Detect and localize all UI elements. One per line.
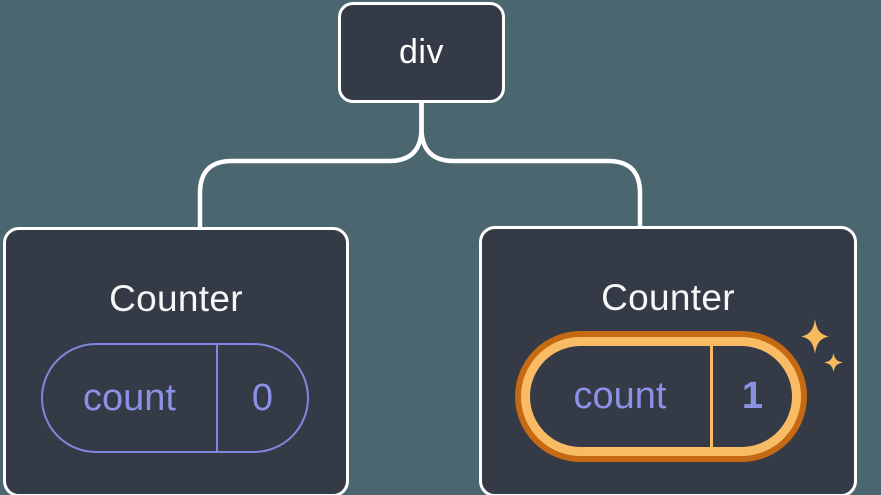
state-key-segment: count: [530, 346, 713, 447]
state-value: 1: [741, 375, 764, 417]
connector-right-branch: [419, 101, 643, 228]
state-value-segment: 1: [713, 346, 792, 447]
state-value: 0: [251, 376, 274, 419]
sparkle-icon-large: [801, 319, 829, 354]
counter-title: Counter: [109, 278, 243, 319]
root-node-div: div: [338, 2, 505, 103]
state-pill: count 0: [41, 343, 309, 453]
state-key-label: count: [83, 376, 176, 419]
sparkle-icon-small: [824, 353, 843, 372]
counter-card-left: Counter count 0: [3, 227, 349, 495]
counter-title: Counter: [601, 277, 735, 318]
state-pill-highlighted: count 1: [515, 331, 807, 462]
state-value-segment: 0: [218, 345, 307, 451]
state-key-label: count: [573, 375, 667, 417]
counter-card-right: Counter count 1: [479, 226, 857, 495]
state-key-segment: count: [43, 345, 218, 451]
state-pill-interior: count 1: [530, 346, 792, 447]
connector-left-branch: [197, 101, 424, 229]
highlight-ring: count 1: [521, 337, 801, 456]
root-node-label: div: [399, 33, 444, 71]
